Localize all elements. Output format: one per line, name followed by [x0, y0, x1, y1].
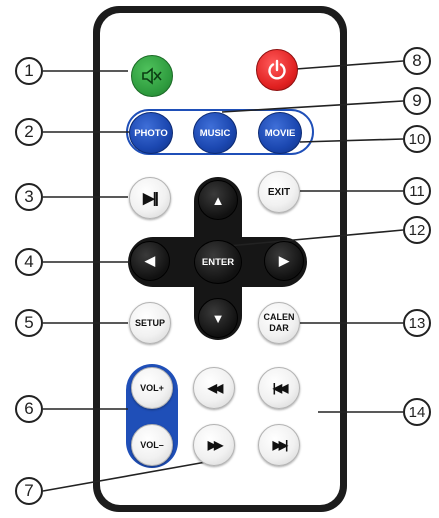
movie-button[interactable]: MOVIE: [258, 112, 302, 154]
photo-label: PHOTO: [134, 128, 168, 139]
callout-11: 11: [403, 177, 431, 205]
power-icon: [266, 59, 288, 81]
power-button[interactable]: [256, 49, 298, 91]
callout-7: 7: [15, 477, 43, 505]
leader-line-8: [296, 61, 403, 69]
enter-label: ENTER: [202, 257, 234, 268]
volume-down-button[interactable]: VOL–: [131, 424, 173, 466]
fast-forward-icon: ▶▶: [208, 438, 220, 452]
fast-forward-button[interactable]: ▶▶: [193, 424, 235, 466]
enter-button[interactable]: ENTER: [194, 240, 242, 284]
callout-5: 5: [15, 309, 43, 337]
down-button[interactable]: ▼: [198, 298, 238, 338]
leader-line-7: [43, 462, 206, 491]
previous-button[interactable]: |◀◀: [258, 367, 300, 409]
up-button[interactable]: ▲: [198, 180, 238, 220]
callout-3: 3: [15, 183, 43, 211]
volume-up-button[interactable]: VOL+: [131, 367, 173, 409]
callout-6: 6: [15, 395, 43, 423]
volume-up-label: VOL+: [140, 383, 164, 393]
left-arrow-icon: ◀: [145, 253, 155, 269]
rewind-icon: ◀◀: [208, 381, 220, 395]
right-button[interactable]: ▶: [264, 241, 304, 281]
speaker-muted-icon: [141, 66, 163, 86]
callout-2: 2: [15, 118, 43, 146]
down-arrow-icon: ▼: [212, 311, 225, 326]
photo-button[interactable]: PHOTO: [129, 112, 173, 154]
rewind-button[interactable]: ◀◀: [193, 367, 235, 409]
callout-14: 14: [403, 398, 431, 426]
play-pause-button[interactable]: ▶||: [129, 177, 171, 219]
music-label: MUSIC: [200, 128, 231, 139]
music-button[interactable]: MUSIC: [193, 112, 237, 154]
play-pause-icon: ▶||: [143, 189, 157, 207]
next-button[interactable]: ▶▶|: [258, 424, 300, 466]
leader-line-12: [228, 230, 403, 246]
setup-button[interactable]: SETUP: [129, 302, 171, 344]
right-arrow-icon: ▶: [279, 253, 289, 269]
calendar-label-line1: CALEN: [264, 312, 295, 323]
callout-13: 13: [403, 309, 431, 337]
callout-9: 9: [403, 87, 431, 115]
leader-line-10: [300, 139, 403, 142]
calendar-button[interactable]: CALEN DAR: [258, 302, 300, 344]
setup-label: SETUP: [135, 318, 165, 328]
next-icon: ▶▶|: [273, 438, 286, 452]
exit-button[interactable]: EXIT: [258, 171, 300, 213]
callout-10: 10: [403, 125, 431, 153]
up-arrow-icon: ▲: [212, 193, 225, 208]
volume-down-label: VOL–: [140, 440, 164, 450]
exit-label: EXIT: [268, 187, 290, 198]
movie-label: MOVIE: [265, 128, 296, 139]
left-button[interactable]: ◀: [130, 241, 170, 281]
callout-1: 1: [15, 57, 43, 85]
leader-line-9: [222, 101, 403, 112]
callout-4: 4: [15, 248, 43, 276]
previous-icon: |◀◀: [273, 381, 286, 395]
calendar-label-line2: DAR: [269, 323, 289, 334]
callout-12: 12: [403, 216, 431, 244]
mute-button[interactable]: [131, 55, 173, 97]
callout-8: 8: [403, 47, 431, 75]
